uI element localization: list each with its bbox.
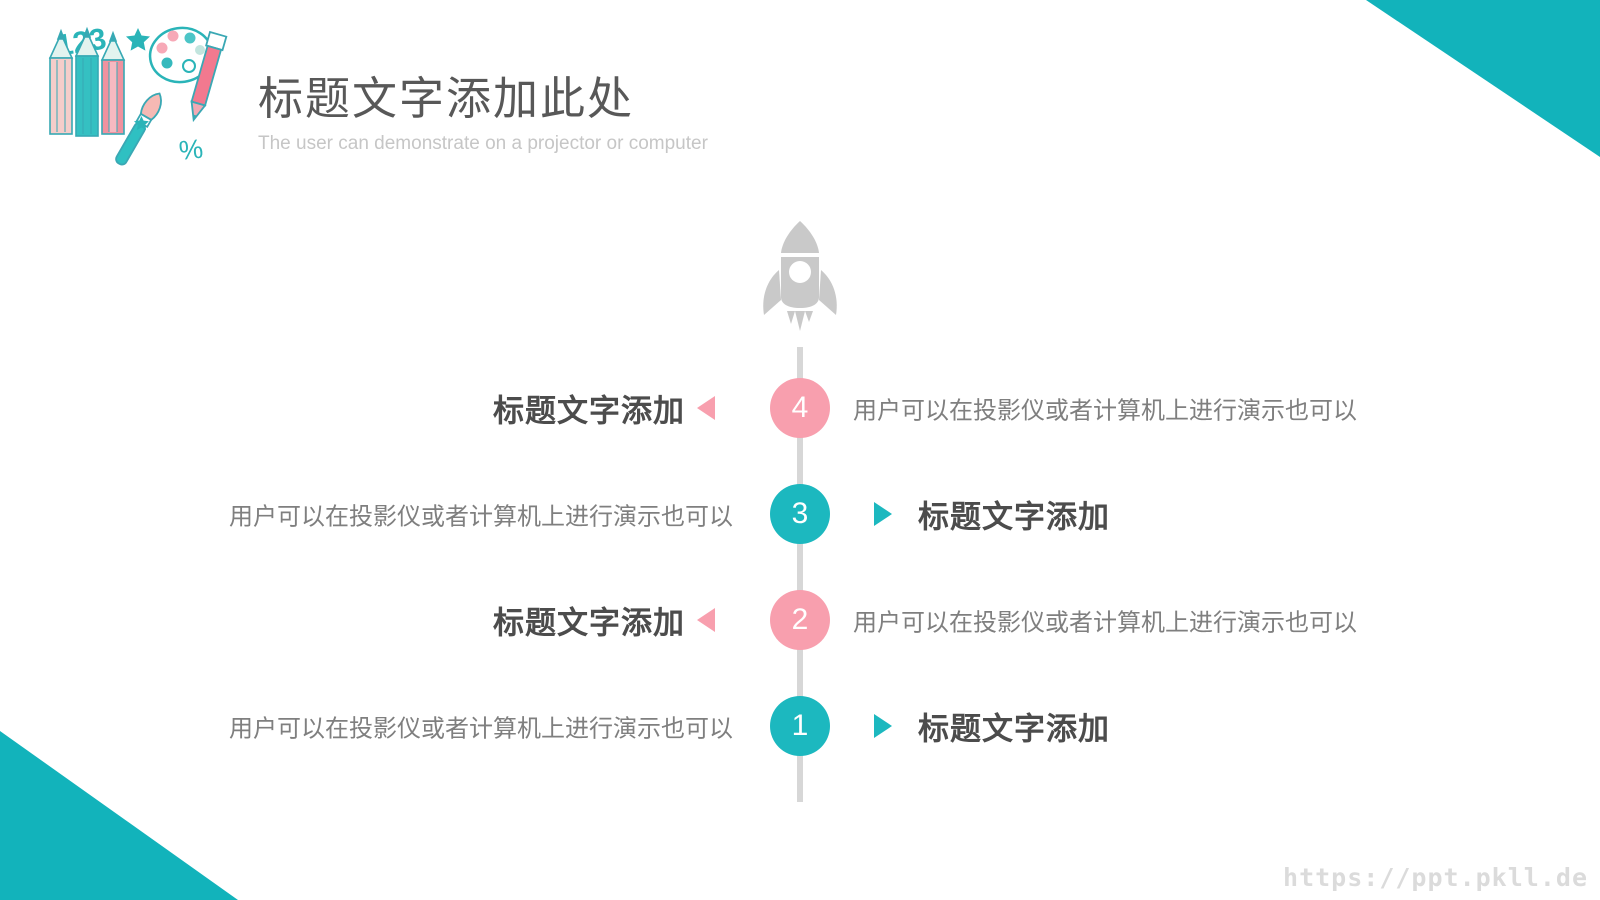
arrow-left-icon — [697, 608, 715, 632]
step-number-badge: 4 — [770, 378, 830, 438]
rocket-icon — [763, 221, 837, 331]
pencils-icon — [48, 26, 126, 137]
item-description: 用户可以在投影仪或者计算机上进行演示也可以 — [229, 503, 733, 531]
item-title: 标题文字添加 — [918, 711, 1110, 747]
item-title: 标题文字添加 — [493, 605, 685, 641]
star-icon — [126, 28, 150, 51]
corner-triangle-bottom-left — [0, 731, 238, 900]
page-subtitle: The user can demonstrate on a projector … — [258, 133, 708, 154]
step-number-badge: 1 — [770, 696, 830, 756]
decor-percent-text: % — [177, 134, 204, 166]
corner-triangle-top-right — [1366, 0, 1600, 157]
small-star-icon — [134, 116, 149, 131]
arrow-right-icon — [874, 714, 892, 738]
art-supplies-icon: 123 — [48, 22, 228, 166]
paintbrush-icon — [115, 92, 162, 166]
item-title: 标题文字添加 — [918, 499, 1110, 535]
item-description: 用户可以在投影仪或者计算机上进行演示也可以 — [853, 609, 1357, 637]
page-title: 标题文字添加此处 — [258, 73, 635, 124]
header: 标题文字添加此处 The user can demonstrate on a p… — [258, 62, 708, 155]
step-number-badge: 3 — [770, 484, 830, 544]
item-description: 用户可以在投影仪或者计算机上进行演示也可以 — [853, 397, 1357, 425]
pen-icon — [190, 30, 228, 123]
item-title: 标题文字添加 — [493, 393, 685, 429]
step-number-badge: 2 — [770, 590, 830, 650]
arrow-left-icon — [697, 396, 715, 420]
arrow-right-icon — [874, 502, 892, 526]
palette-icon — [148, 26, 214, 84]
timeline-axis — [797, 347, 803, 802]
item-description: 用户可以在投影仪或者计算机上进行演示也可以 — [229, 715, 733, 743]
watermark-url: https://ppt.pkll.de — [1283, 863, 1588, 892]
